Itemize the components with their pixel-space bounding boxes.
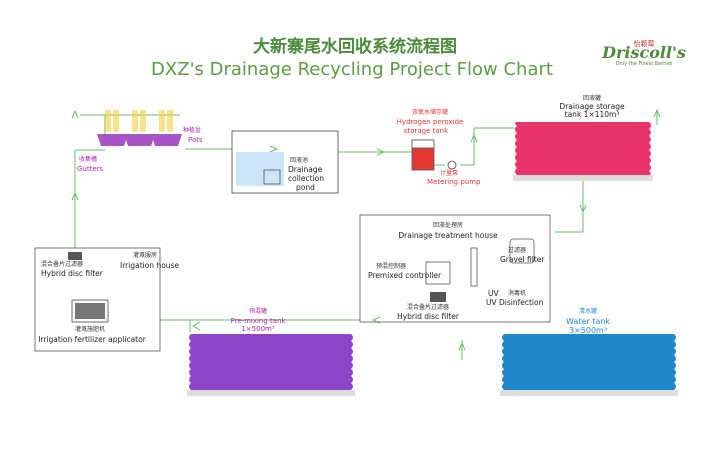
hybrid-filter-treat-label-cn: 混合叠片过滤器: [406, 304, 450, 311]
hybrid-filter-irr-label-cn: 混合叠片过滤器: [41, 261, 84, 268]
title-english: DXZ's Drainage Recycling Project Flow Ch…: [151, 59, 553, 80]
peroxide-tank-icon: [411, 139, 435, 171]
water-tank-icon: [500, 334, 678, 396]
metering-pump-label: Metering pump: [427, 178, 481, 186]
water-tank-label-1: Water tank: [566, 317, 610, 326]
driscolls-logo: Driscoll's: [602, 43, 686, 62]
pots-group: [97, 110, 182, 146]
storage-tank-label-cn: 回液罐: [582, 95, 602, 102]
storage-tank-label-2: tank 1×110m³: [564, 110, 620, 119]
logo-chinese: 怡颗莓: [633, 40, 655, 48]
drainage-treatment-house-box: [359, 214, 551, 323]
pond-label-1: Drainage: [288, 165, 323, 174]
fertilizer-applicator-label: Irrigation fertilizer applicator: [38, 335, 146, 344]
metering-pump-label-cn: 计量泵: [440, 170, 459, 177]
premix-tank-label-2: 1×500m³: [241, 325, 275, 333]
pot-icon: [124, 110, 155, 146]
premixed-controller-label-cn: 预混控制器: [376, 263, 407, 270]
peroxide-label-cn: 双氧水储存罐: [411, 109, 449, 116]
hybrid-filter-irr-label: Hybrid disc filter: [41, 269, 103, 278]
treatment-house-label: Drainage treatment house: [398, 231, 498, 240]
drainage-collection-pond-icon: [231, 130, 339, 194]
uv-disinfection-label: UV Disinfection: [486, 298, 544, 307]
pond-label-3: pond: [296, 183, 315, 192]
pot-icon: [97, 110, 128, 146]
flow-arrows: [71, 108, 661, 351]
pond-label-cn: 回液池: [290, 157, 309, 164]
fertilizer-applicator-label-cn: 灌溉施肥机: [74, 326, 106, 333]
uv-label: UV: [488, 289, 499, 298]
gravel-filter-label-cn: 过滤器: [508, 247, 527, 254]
pre-mixing-tank-icon: [187, 334, 355, 396]
gutters-label-cn: 收集槽: [79, 156, 98, 163]
irrigation-house-label: Irrigation house: [120, 261, 180, 270]
metering-pump-icon: [447, 160, 457, 170]
pots-label: Pots: [188, 136, 203, 144]
premixed-controller-label: Premixed controller: [368, 271, 442, 280]
gravel-filter-label: Gravel filter: [500, 255, 545, 264]
hybrid-filter-treat-label: Hybrid disc filter: [397, 312, 459, 321]
peroxide-label-1: Hydrogen peroxide: [396, 118, 464, 126]
pot-icon: [151, 110, 182, 146]
irrigation-house-box: [34, 247, 161, 352]
gutters-label: Gutters: [77, 165, 104, 173]
water-tank-label-cn: 清水罐: [578, 308, 598, 315]
treatment-house-label-cn: 回液处理房: [432, 222, 464, 229]
pots-label-cn: 种植盆: [183, 127, 202, 134]
pipe-network: [74, 110, 658, 360]
peroxide-label-2: storage tank: [403, 127, 449, 135]
premix-tank-label-1: Pre-mixing tank: [230, 317, 286, 325]
title-chinese: 大新寨尾水回收系统流程图: [253, 37, 457, 57]
storage-tank-label-1: Drainage storage: [559, 102, 625, 111]
pond-label-2: collection: [288, 174, 324, 183]
irrigation-house-label-cn: 灌溉服房: [133, 252, 158, 259]
drainage-storage-tank-icon: [513, 122, 653, 181]
water-tank-label-2: 3×500m³: [568, 326, 608, 335]
premix-tank-label-cn: 预混罐: [248, 308, 268, 315]
logo-tagline: Only the Finest Berries: [615, 61, 673, 67]
uv-label-cn: 消毒机: [508, 290, 527, 297]
